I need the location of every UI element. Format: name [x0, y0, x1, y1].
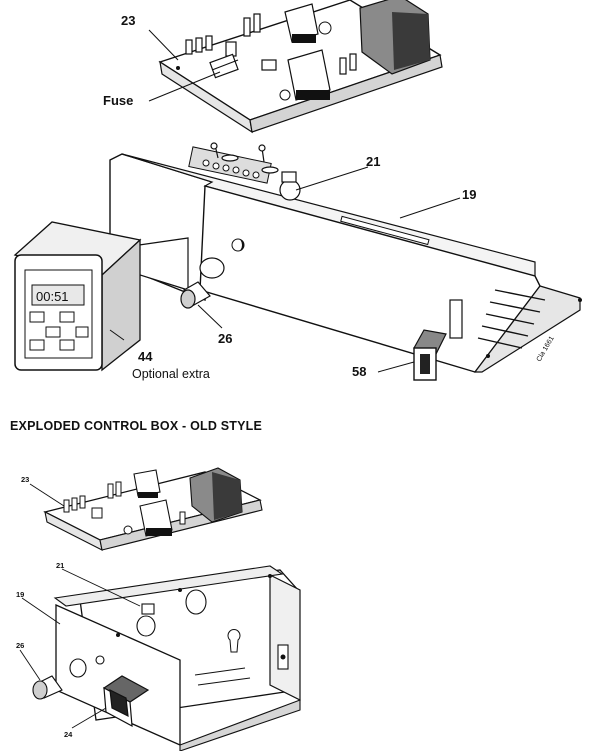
label-knob-shaft-bottom: 21: [56, 561, 64, 570]
label-switch-top: 58: [352, 364, 366, 379]
label-timer-note: Optional extra: [132, 367, 210, 381]
label-control-knob-top: 26: [218, 331, 232, 346]
label-pcb-bottom: 23: [21, 475, 29, 484]
bottom-pcb: [43, 467, 263, 552]
label-drawing-ref: Cla 1661: [536, 335, 556, 363]
label-timer: 44: [138, 349, 153, 364]
label-chassis-bottom: 19: [16, 590, 24, 599]
label-knob-shaft-top: 21: [366, 154, 380, 169]
bottom-rocker-switch: [102, 675, 150, 728]
timer-display: 00:51: [36, 289, 69, 304]
label-chassis-top: 19: [462, 187, 476, 202]
bottom-potentiometer: [136, 603, 156, 637]
top-chassis: [109, 142, 582, 373]
label-switch-bottom: 24: [64, 730, 73, 739]
bottom-chassis: [53, 565, 301, 751]
bottom-control-knob: [32, 655, 105, 700]
section-heading: EXPLODED CONTROL BOX - OLD STYLE: [10, 419, 263, 433]
label-pcb-top: 23: [121, 13, 135, 28]
timer-module: [13, 221, 142, 372]
top-pcb: [158, 0, 443, 134]
label-fuse: Fuse: [103, 93, 133, 108]
label-control-knob-bottom: 26: [16, 641, 24, 650]
top-control-knob: [180, 257, 225, 309]
top-rocker-switch: [413, 329, 447, 381]
